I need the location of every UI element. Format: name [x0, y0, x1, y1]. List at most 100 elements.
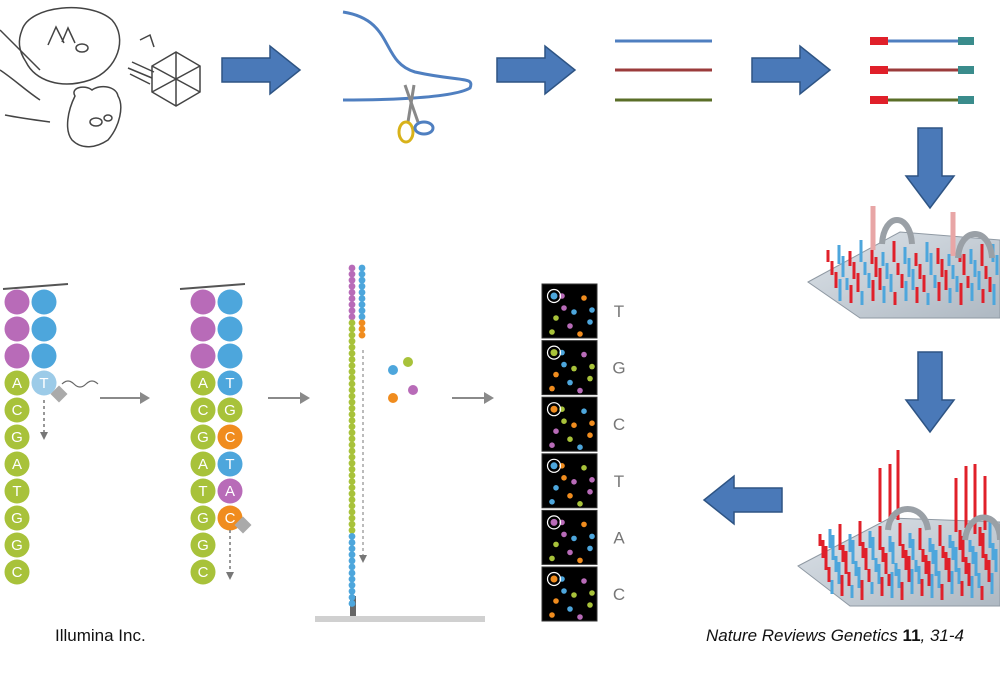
- scissors-icon: [397, 84, 435, 144]
- read-dot: [348, 533, 356, 540]
- template-base-C: C: [190, 559, 216, 585]
- svg-text:G: G: [11, 429, 23, 446]
- image-letter: G: [612, 359, 625, 378]
- image-letter: C: [613, 585, 625, 604]
- read-dot: [348, 569, 356, 577]
- primer-bead: [31, 289, 57, 315]
- template-base-C: C: [4, 559, 30, 585]
- read-dot: [348, 313, 356, 321]
- svg-text:T: T: [39, 375, 48, 392]
- read-dot: [348, 447, 356, 455]
- fragment-strands: [615, 39, 712, 102]
- read-dot: [348, 331, 356, 339]
- read-dot: [348, 343, 356, 351]
- read-dot: [358, 331, 366, 339]
- flow-arrow-2: [496, 44, 577, 96]
- template-base-A: A: [190, 370, 216, 396]
- svg-text:G: G: [11, 510, 23, 527]
- adapter-ligated-strands: [870, 37, 974, 104]
- primer-bead: [190, 289, 216, 315]
- read-dot: [348, 496, 356, 504]
- template-base-T: T: [4, 478, 30, 504]
- read-dot: [348, 514, 356, 522]
- primer-bead: [4, 343, 30, 369]
- read-dot: [348, 307, 356, 315]
- template-base-T: T: [190, 478, 216, 504]
- read-dot: [348, 465, 356, 473]
- read-dot: [358, 301, 366, 308]
- primer-bead: [31, 343, 57, 369]
- flow-cell-bridge: [807, 206, 1000, 319]
- primer-bead: [217, 289, 243, 315]
- read-dot: [358, 282, 366, 290]
- primer-bead: [31, 316, 57, 342]
- read-dot: [348, 587, 356, 595]
- svg-text:C: C: [198, 564, 209, 581]
- read-dot: [348, 490, 356, 498]
- read-dot: [348, 600, 356, 607]
- flow-arrows: [221, 44, 956, 526]
- imaging-panel: [541, 283, 598, 339]
- read-dot: [348, 319, 356, 327]
- read-dot: [348, 295, 356, 302]
- primer-bead: [190, 343, 216, 369]
- read-dot: [348, 472, 356, 479]
- template-base-C: C: [190, 397, 216, 423]
- read-dot: [348, 526, 356, 534]
- primer-bead: [190, 316, 216, 342]
- svg-text:A: A: [12, 456, 22, 473]
- primer-bead: [4, 289, 30, 315]
- svg-text:G: G: [197, 510, 209, 527]
- read-dot: [348, 551, 356, 559]
- read-dot: [348, 429, 356, 437]
- read-dot: [348, 441, 356, 449]
- read-dot: [348, 520, 356, 528]
- read-dot: [348, 417, 356, 424]
- image-letter: C: [613, 415, 625, 434]
- template-base-G: G: [190, 532, 216, 558]
- read-dot: [348, 380, 356, 388]
- read-dot: [348, 508, 356, 516]
- imaging-panel: [541, 453, 598, 509]
- credit-journal: Nature Reviews Genetics: [706, 626, 898, 645]
- image-letter: T: [614, 472, 624, 491]
- incorporated-base-T: T: [31, 370, 57, 396]
- read-dot: [348, 478, 356, 485]
- read-dot: [348, 502, 356, 510]
- svg-text:G: G: [11, 537, 23, 554]
- read-dot: [348, 392, 356, 400]
- read-dot: [348, 404, 356, 412]
- read-dot: [348, 423, 356, 430]
- read-dot: [348, 459, 356, 467]
- read-dot: [348, 350, 356, 357]
- svg-text:C: C: [12, 564, 23, 581]
- template-base-G: G: [4, 505, 30, 531]
- read-dot: [348, 581, 356, 589]
- image-letter: A: [613, 528, 625, 547]
- template-base-A: A: [4, 451, 30, 477]
- read-dot: [348, 539, 356, 546]
- primer-bead: [217, 343, 243, 369]
- flow-arrow-down-1: [904, 127, 956, 210]
- read-dot: [358, 289, 366, 296]
- read-dot: [358, 264, 366, 272]
- dna-strand-curve: [342, 10, 473, 102]
- read-dot: [348, 575, 356, 583]
- svg-text:G: G: [197, 537, 209, 554]
- read-dot: [348, 289, 356, 296]
- primer-bead: [4, 316, 30, 342]
- svg-text:C: C: [225, 510, 236, 527]
- template-base-G: G: [190, 505, 216, 531]
- read-dot: [348, 435, 356, 443]
- imaging-panel: [541, 340, 598, 396]
- svg-text:T: T: [198, 483, 207, 500]
- template-base-A: A: [190, 451, 216, 477]
- read-dot: [348, 356, 356, 363]
- read-dot: [348, 386, 356, 394]
- imaging-panel: [541, 566, 598, 622]
- image-letter: T: [614, 302, 624, 321]
- gray-arrow-1-head: [140, 392, 150, 404]
- imaging-letters: T G C T A C: [612, 302, 625, 604]
